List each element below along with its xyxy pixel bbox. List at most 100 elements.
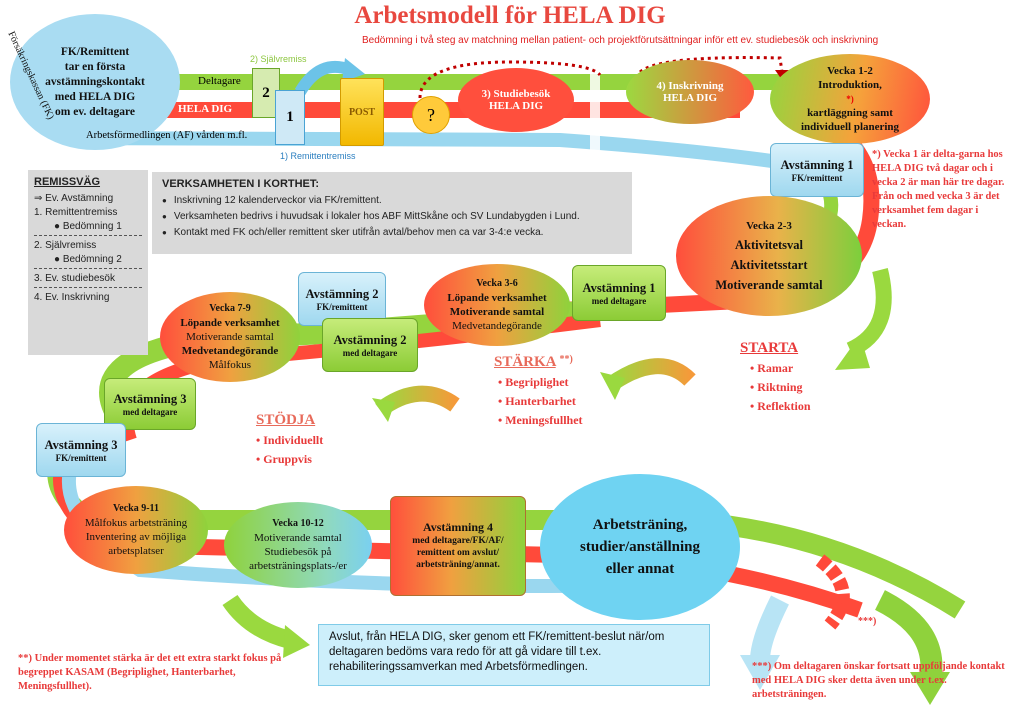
vecka36-line: Löpande verksamhet bbox=[447, 292, 547, 304]
deltagare-label: Deltagare bbox=[198, 75, 241, 87]
vecka1012-line: Studiebesök på bbox=[264, 546, 332, 558]
avstamning1-fk: Avstämning 1 FK/remittent bbox=[770, 143, 864, 197]
vecka911-line: Inventering av möjliga bbox=[85, 531, 187, 543]
starka-item: • Hanterbarhet bbox=[498, 394, 576, 408]
vecka36-title: Vecka 3-6 bbox=[476, 278, 518, 289]
remissvag-item: 1. Remittentremiss bbox=[34, 207, 118, 218]
avst3dt-title: Avstämning 3 bbox=[113, 391, 187, 406]
starka-block: STÄRKA **) • Begriplighet • Hanterbarhet… bbox=[494, 354, 624, 430]
inskrivning-sub: HELA DIG bbox=[662, 92, 718, 104]
exit-arrow-red bbox=[815, 554, 850, 630]
vecka1012-ellipse: Vecka 10-12 Motiverande samtal Studiebes… bbox=[224, 502, 372, 588]
starta-item-label: Ramar bbox=[757, 361, 794, 375]
avst2fk-sub: FK/remittent bbox=[316, 301, 368, 312]
vecka23-line: Aktivitetsval bbox=[734, 237, 804, 252]
vecka12-ellipse: Vecka 1-2 Introduktion, *) kartläggning … bbox=[770, 54, 930, 144]
final-outcome-ellipse: Arbetsträning, studier/anställning eller… bbox=[540, 474, 740, 620]
avst1fk-sub: FK/remittent bbox=[791, 172, 843, 183]
verksamheten-title: VERKSAMHETEN I KORTHET: bbox=[162, 178, 320, 190]
remissvag-item: ● Bedömning 1 bbox=[54, 221, 122, 232]
avst2dt-title: Avstämning 2 bbox=[333, 332, 407, 347]
starka-item-label: Begriplighet bbox=[505, 375, 569, 389]
stodja-item-label: Gruppvis bbox=[263, 452, 312, 466]
inskrivning-ellipse: 4) Inskrivning HELA DIG bbox=[626, 60, 754, 124]
vecka79-title: Vecka 7-9 bbox=[209, 303, 251, 314]
post-label: POST bbox=[348, 106, 376, 118]
blue-ribbon-top bbox=[79, 131, 802, 172]
vecka36-line: Medvetandegörande bbox=[452, 320, 542, 332]
studiebesok-sub: HELA DIG bbox=[488, 100, 544, 112]
dotted-arc-left bbox=[418, 60, 602, 99]
vecka23-line: Motiverande samtal bbox=[715, 277, 823, 292]
avstamning4-box: Avstämning 4 med deltagare/FK/AF/ remitt… bbox=[390, 496, 526, 596]
remittentremiss-label: 1) Remittentremiss bbox=[280, 151, 356, 161]
remissvag-item: 2. Självremiss bbox=[34, 240, 97, 251]
starta-item: • Riktning bbox=[750, 380, 803, 394]
fk-line: avstämningskontakt bbox=[45, 75, 145, 88]
starta-item: • Reflektion bbox=[750, 399, 811, 413]
studiebesok-title: 3) Studiebesök bbox=[481, 88, 551, 100]
verksamheten-item: Kontakt med FK och/eller remittent sker … bbox=[162, 227, 622, 238]
avstamning3-fk: Avstämning 3 FK/remittent bbox=[36, 423, 126, 477]
vecka23-ellipse: Vecka 2-3 Aktivitetsval Aktivitetsstart … bbox=[676, 196, 862, 316]
avst4-title: Avstämning 4 bbox=[422, 520, 494, 534]
arrow-to-starta bbox=[846, 268, 892, 358]
fk-line: tar en första bbox=[64, 60, 126, 73]
remissvag-item-label: Bedömning 1 bbox=[62, 221, 122, 232]
vecka79-ellipse: Vecka 7-9 Löpande verksamhet Motiverande… bbox=[160, 292, 300, 382]
remissvag-item: 4. Ev. Inskrivning bbox=[34, 292, 110, 303]
fk-line: FK/Remittent bbox=[60, 45, 130, 58]
vecka36-line: Motiverande samtal bbox=[449, 306, 545, 318]
page-title: Arbetsmodell för HELA DIG bbox=[354, 2, 666, 29]
starta-item-label: Reflektion bbox=[757, 399, 811, 413]
remissvag-item-label: Bedömning 2 bbox=[62, 254, 122, 265]
vecka36-ellipse: Vecka 3-6 Löpande verksamhet Motiverande… bbox=[424, 264, 570, 346]
stodja-title: STÖDJA bbox=[256, 412, 316, 428]
stodja-item: • Individuellt bbox=[256, 433, 324, 447]
thinking-face-icon: ? bbox=[412, 96, 450, 134]
vecka79-line: Löpande verksamhet bbox=[180, 317, 280, 329]
verksamheten-item: Inskrivning 12 kalenderveckor via FK/rem… bbox=[162, 195, 622, 206]
avst3fk-title: Avstämning 3 bbox=[44, 437, 118, 452]
avst4-line: arbetsträning/annat. bbox=[416, 560, 500, 570]
vecka911-line: Målfokus arbetsträning bbox=[84, 517, 188, 529]
starta-item: • Ramar bbox=[750, 361, 794, 375]
note-vecka1: *) Vecka 1 är delta-garna hos HELA DIG t… bbox=[872, 149, 1005, 230]
vecka23-title: Vecka 2-3 bbox=[746, 219, 792, 232]
avslut-box: Avslut, från HELA DIG, sker genom ett FK… bbox=[318, 624, 710, 686]
stodja-block: STÖDJA • Individuellt • Gruppvis bbox=[256, 412, 376, 469]
avstamning2-fk: Avstämning 2 FK/remittent bbox=[298, 272, 386, 326]
remissvag-item: 3. Ev. studiebesök bbox=[34, 273, 115, 284]
starta-block: STARTA • Ramar • Riktning • Reflektion bbox=[740, 340, 850, 416]
fk-line: om ev. deltagare bbox=[55, 105, 135, 118]
avst3fk-sub: FK/remittent bbox=[55, 452, 107, 463]
starka-item-label: Meningsfullhet bbox=[505, 413, 583, 427]
starka-item: • Begriplighet bbox=[498, 375, 569, 389]
vecka79-line: Medvetandegörande bbox=[181, 345, 279, 357]
footnote-mark-3: ***) bbox=[858, 616, 877, 627]
avstamning1-deltagare: Avstämning 1 med deltagare bbox=[572, 265, 666, 321]
avst1fk-title: Avstämning 1 bbox=[780, 157, 854, 172]
fk-remittent-ellipse: FK/Remittent tar en första avstämningsko… bbox=[10, 14, 180, 150]
vecka911-title: Vecka 9-11 bbox=[112, 503, 160, 514]
vecka1012-title: Vecka 10-12 bbox=[272, 518, 324, 529]
avst1dt-sub: med deltagare bbox=[591, 295, 647, 306]
vecka12-line: kartläggning samt bbox=[807, 107, 893, 119]
vecka23-line: Aktivitetsstart bbox=[730, 257, 808, 272]
stodja-item: • Gruppvis bbox=[256, 452, 312, 466]
vecka12-mark: *) bbox=[846, 94, 854, 104]
vecka12-title: Vecka 1-2 bbox=[827, 65, 873, 77]
avst2dt-sub: med deltagare bbox=[342, 347, 398, 358]
starta-title: STARTA bbox=[740, 340, 799, 356]
sjalvremiss-label: 2) Självremiss bbox=[250, 54, 307, 64]
hela-dig-label: HELA DIG bbox=[178, 103, 233, 115]
stodja-item-label: Individuellt bbox=[263, 433, 324, 447]
final-line: eller annat bbox=[605, 561, 675, 577]
exit-arrow-blue bbox=[750, 595, 789, 661]
starta-item-label: Riktning bbox=[757, 380, 803, 394]
avstamning2-deltagare: Avstämning 2 med deltagare bbox=[322, 318, 418, 372]
exit-arrow-green bbox=[874, 590, 943, 683]
starka-mark: **) bbox=[559, 354, 573, 365]
avst2fk-title: Avstämning 2 bbox=[305, 286, 379, 301]
vecka1012-line: arbetsträningsplats-/er bbox=[249, 560, 347, 572]
